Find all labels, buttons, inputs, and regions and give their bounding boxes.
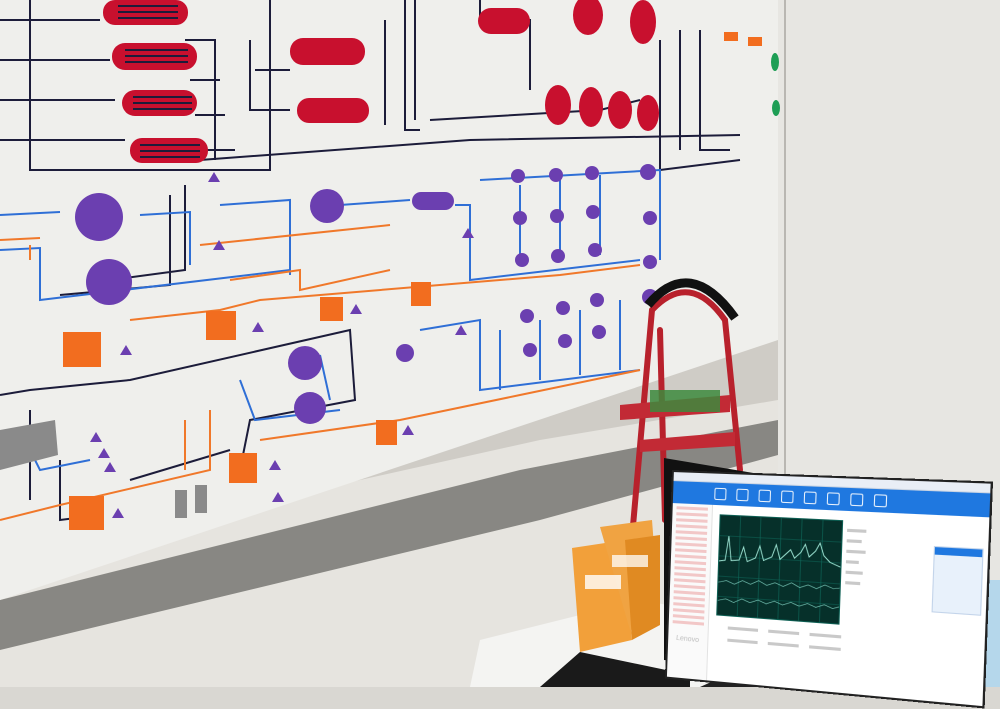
side-panel [931,545,984,616]
heat-exchanger-stripes [118,5,200,158]
product-box-icon [572,520,660,652]
toolbar-icon[interactable] [758,489,772,503]
waveform-plot [716,514,844,625]
shadow-gap [0,420,778,650]
grey-units [0,420,207,518]
toolbar-icon[interactable] [736,488,749,502]
purple-vessels [75,164,658,424]
toolbar-icon[interactable] [803,491,817,505]
toolbar-icon[interactable] [850,493,864,507]
keyboard-icon [540,652,690,687]
ladder-handle [644,278,739,321]
monitor-screen [664,470,994,709]
toolbar-icon[interactable] [826,492,840,506]
toolbar-icon[interactable] [873,494,888,508]
orange-process-boxes [63,32,762,530]
toolbar-icon[interactable] [780,490,794,504]
record-list [666,503,714,681]
pump-symbols [90,172,474,518]
green-indicators [771,53,780,116]
toolbar-icon[interactable] [714,487,727,501]
orange-pipes [0,224,641,521]
green-box-on-ladder [650,390,720,412]
